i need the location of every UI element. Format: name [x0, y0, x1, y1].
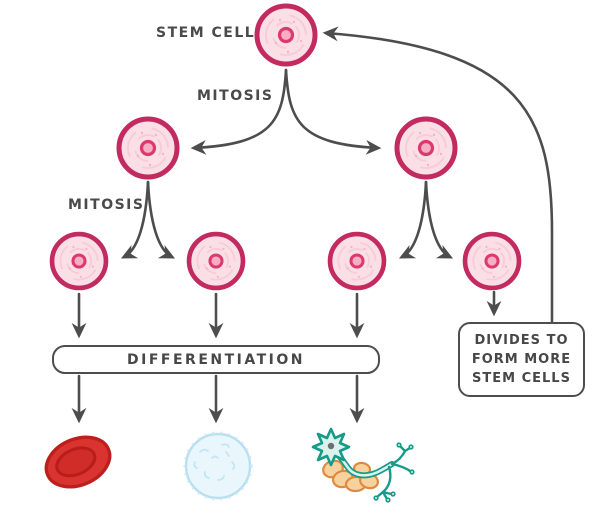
daughter-cell-left-icon: [119, 119, 177, 177]
mitosis2-arrow-left-2: [146, 180, 176, 259]
mitosis2-arrow-right-1: [398, 180, 428, 259]
granddaughter-cell-3-icon: [330, 234, 384, 288]
neuron-icon: [311, 427, 415, 503]
stem-cell-icon: [257, 6, 315, 64]
arrow-icon: [71, 26, 554, 424]
granddaughter-cell-1-icon: [52, 234, 106, 288]
stem-cell-label: STEM CELL: [156, 25, 256, 41]
granddaughter-cell-2-icon: [189, 234, 243, 288]
differentiation-label: DIFFERENTIATION: [127, 351, 305, 368]
divides-box-line-2: FORM MORE: [471, 352, 572, 367]
granddaughter-cell-4-icon: [465, 234, 519, 288]
feedback-loop-arrow: [322, 26, 554, 323]
mitosis2-arrow-right-2: [424, 180, 454, 259]
divides-box: DIVIDES TO FORM MORE STEM CELLS: [458, 322, 585, 397]
red-blood-cell-icon: [44, 435, 112, 489]
mitosis-label-1: MITOSIS: [197, 88, 274, 104]
mitosis2-arrow-left-1: [120, 180, 150, 259]
differentiation-box: DIFFERENTIATION: [52, 345, 380, 374]
divides-box-line-1: DIVIDES TO: [474, 333, 569, 348]
mitosis1-arrow-left: [190, 68, 288, 155]
daughter-cell-right-icon: [397, 119, 455, 177]
mitosis1-arrow-right: [284, 68, 382, 155]
white-blood-cell-icon: [183, 431, 253, 501]
divides-box-line-3: STEM CELLS: [472, 371, 571, 386]
mitosis-label-2: MITOSIS: [68, 197, 145, 213]
